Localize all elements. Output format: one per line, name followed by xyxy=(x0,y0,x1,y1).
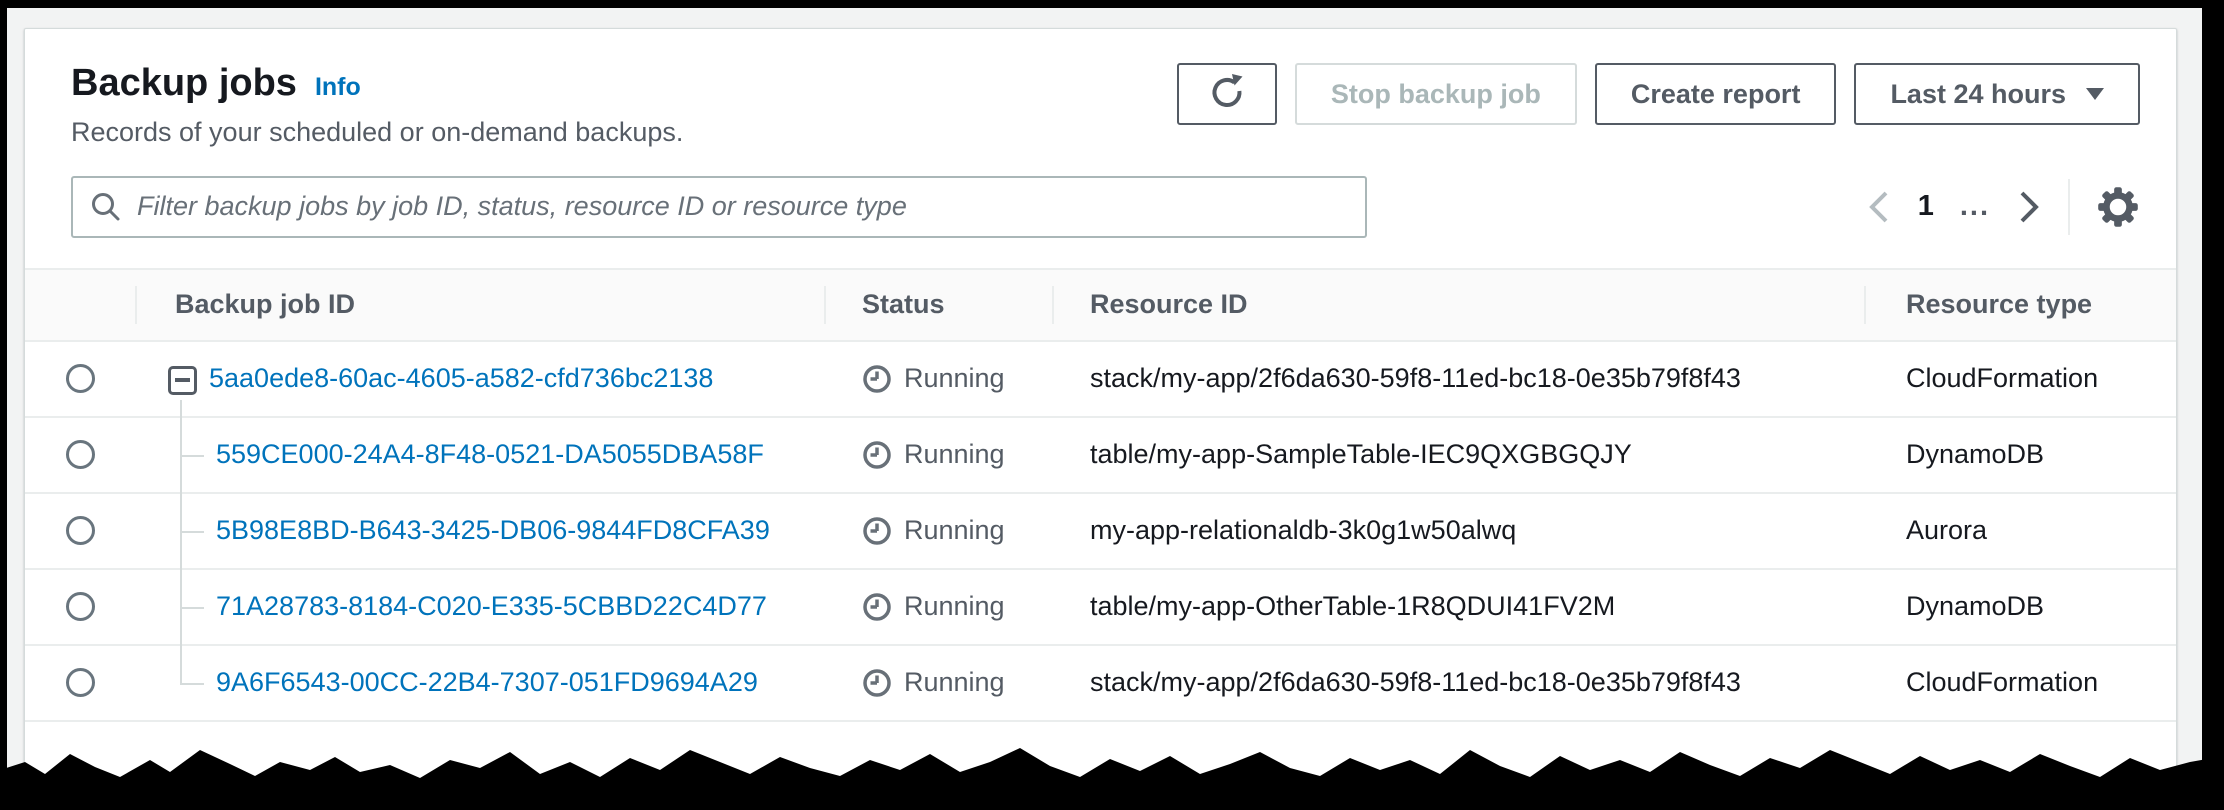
column-header-backup-job-id[interactable]: Backup job ID xyxy=(135,270,824,340)
refresh-icon xyxy=(1207,71,1247,118)
filter-input[interactable] xyxy=(71,175,1367,238)
chevron-left-icon xyxy=(1868,191,1888,223)
status-text: Running xyxy=(904,591,1005,622)
backup-job-id-link[interactable]: 5aa0ede8-60ac-4605-a582-cfd736bc2138 xyxy=(209,363,714,394)
table-row: 71A28783-8184-C020-E335-5CBBD22C4D77 Run… xyxy=(25,569,2176,646)
tree-tick xyxy=(180,454,204,457)
page-title: Backup jobs xyxy=(71,62,297,104)
tree-tick xyxy=(180,530,204,533)
row-radio-button[interactable] xyxy=(65,364,95,394)
column-header-resource-type[interactable]: Resource type xyxy=(1864,270,2176,340)
pagination: 1 ... xyxy=(1866,178,2140,235)
gear-icon xyxy=(2098,186,2138,227)
toolbar: Stop backup job Create report Last 24 ho… xyxy=(1176,63,2140,125)
table-row: 5B98E8BD-B643-3425-DB06-9844FD8CFA39 Run… xyxy=(25,493,2176,570)
collapse-minus-icon[interactable] xyxy=(168,365,197,395)
row-radio-button[interactable] xyxy=(65,440,95,470)
resource-type-cell: DynamoDB xyxy=(1906,591,2045,622)
tree-line xyxy=(180,645,182,684)
table-row: 5aa0ede8-60ac-4605-a582-cfd736bc2138 Run… xyxy=(25,341,2176,418)
chevron-down-icon xyxy=(2086,88,2104,100)
resource-type-cell: CloudFormation xyxy=(1906,363,2099,394)
torn-edge xyxy=(0,748,2224,810)
in-progress-clock-icon xyxy=(863,669,891,697)
info-link[interactable]: Info xyxy=(314,73,361,101)
page-subtitle: Records of your scheduled or on-demand b… xyxy=(71,116,684,147)
backup-job-id-link[interactable]: 559CE000-24A4-8F48-0521-DA5055DBA58F xyxy=(216,439,764,470)
search-icon xyxy=(89,190,123,229)
divider xyxy=(2068,178,2070,235)
resource-id-cell: stack/my-app/2f6da630-59f8-11ed-bc18-0e3… xyxy=(1090,667,1741,698)
resource-id-cell: my-app-relationaldb-3k0g1w50alwq xyxy=(1090,515,1517,546)
resource-type-cell: DynamoDB xyxy=(1906,439,2045,470)
table-row: 9A6F6543-00CC-22B4-7307-051FD9694A29 Run… xyxy=(25,645,2176,722)
in-progress-clock-icon xyxy=(863,441,891,469)
status-text: Running xyxy=(904,515,1005,546)
table-header-row: Backup job ID Status Resource ID Resourc… xyxy=(25,269,2176,342)
row-radio-button[interactable] xyxy=(65,592,95,622)
previous-page-button[interactable] xyxy=(1866,189,1892,225)
filter-box xyxy=(71,175,1367,238)
console-page: Backup jobs Info Records of your schedul… xyxy=(7,8,2202,810)
chevron-right-icon xyxy=(2020,191,2039,223)
resource-type-cell: Aurora xyxy=(1906,515,1988,546)
time-range-label: Last 24 hours xyxy=(1890,78,2066,109)
resource-type-cell: CloudFormation xyxy=(1906,667,2099,698)
status-text: Running xyxy=(904,439,1005,470)
backup-job-id-link[interactable]: 5B98E8BD-B643-3425-DB06-9844FD8CFA39 xyxy=(216,515,770,546)
refresh-button[interactable] xyxy=(1176,63,1277,125)
row-radio-button[interactable] xyxy=(65,516,95,546)
table-row: 559CE000-24A4-8F48-0521-DA5055DBA58F Run… xyxy=(25,417,2176,494)
stop-backup-job-button[interactable]: Stop backup job xyxy=(1294,63,1577,125)
table-settings-button[interactable] xyxy=(2096,185,2140,229)
backup-job-id-link[interactable]: 9A6F6543-00CC-22B4-7307-051FD9694A29 xyxy=(216,667,758,698)
status-text: Running xyxy=(904,667,1005,698)
next-page-button[interactable] xyxy=(2016,189,2042,225)
card-header: Backup jobs Info Records of your schedul… xyxy=(25,29,2176,238)
in-progress-clock-icon xyxy=(863,593,891,621)
tree-line xyxy=(180,399,182,418)
row-radio-button[interactable] xyxy=(65,668,95,698)
time-range-dropdown[interactable]: Last 24 hours xyxy=(1854,63,2140,125)
resource-id-cell: stack/my-app/2f6da630-59f8-11ed-bc18-0e3… xyxy=(1090,363,1741,394)
tree-tick xyxy=(180,606,204,609)
column-header-resource-id[interactable]: Resource ID xyxy=(1052,270,1864,340)
backup-jobs-card: Backup jobs Info Records of your schedul… xyxy=(24,28,2177,810)
column-header-status[interactable]: Status xyxy=(824,270,1052,340)
backup-job-id-link[interactable]: 71A28783-8184-C020-E335-5CBBD22C4D77 xyxy=(216,591,767,622)
status-text: Running xyxy=(904,363,1005,394)
resource-id-cell: table/my-app-SampleTable-IEC9QXGBGQJY xyxy=(1090,439,1632,470)
page-ellipsis: ... xyxy=(1959,190,1990,223)
resource-id-cell: table/my-app-OtherTable-1R8QDUI41FV2M xyxy=(1090,591,1616,622)
in-progress-clock-icon xyxy=(863,365,891,393)
page-number-current[interactable]: 1 xyxy=(1917,190,1934,223)
in-progress-clock-icon xyxy=(863,517,891,545)
title-block: Backup jobs Info Records of your schedul… xyxy=(71,62,684,148)
backup-jobs-table: Backup job ID Status Resource ID Resourc… xyxy=(25,267,2176,722)
tree-tick xyxy=(180,682,204,685)
create-report-button[interactable]: Create report xyxy=(1594,63,1837,125)
